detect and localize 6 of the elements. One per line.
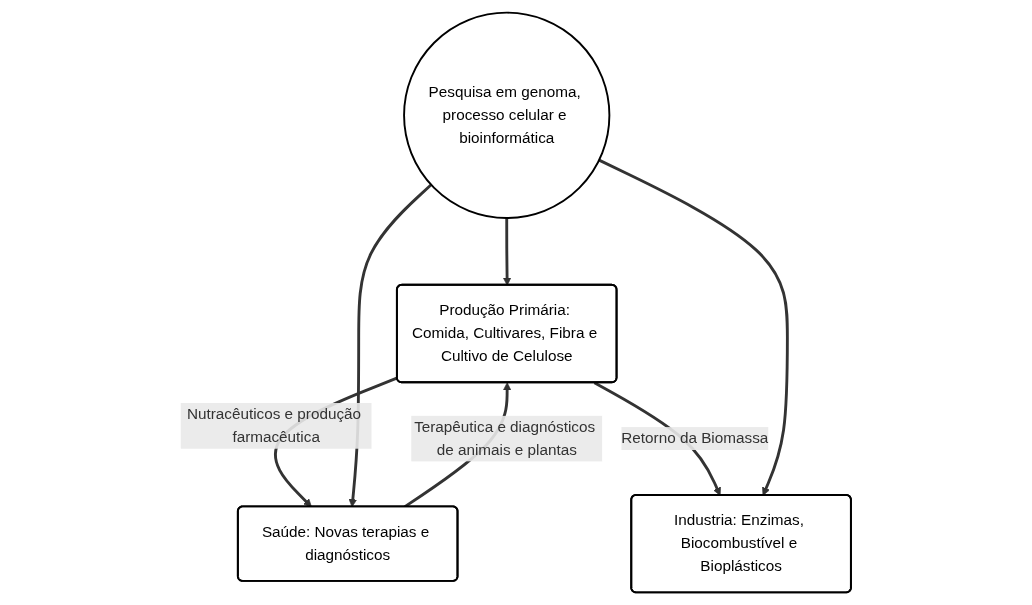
edge-label: Retorno da Biomassa: [621, 429, 769, 447]
edge-label: Terapêutica e diagnósticos de animais e plantas: [414, 418, 596, 458]
node-circle: Pesquisa em genoma, processo celular e bioinformática: [403, 11, 611, 219]
arrow: [503, 217, 512, 286]
edge-label: Nutracêuticos e produção farmacêutica: [187, 405, 362, 445]
arrow: [598, 158, 790, 496]
